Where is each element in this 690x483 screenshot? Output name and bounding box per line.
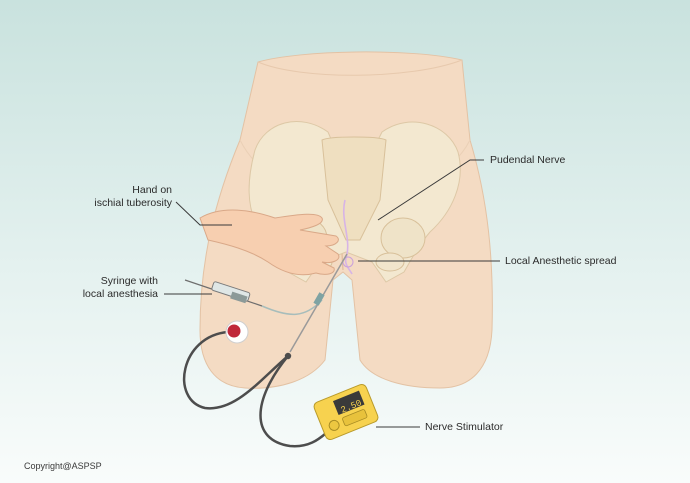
stimulator-cable	[259, 355, 331, 448]
stimulator-dial	[328, 419, 340, 431]
hand	[199, 209, 340, 276]
copyright-text: Copyright@ASPSP	[24, 461, 102, 471]
pudendal-leader	[377, 159, 484, 221]
nerve-stimulator	[313, 383, 379, 441]
leader-lines	[164, 159, 500, 428]
label-hand-line1: Hand on	[132, 184, 172, 196]
pudendal-nerve	[343, 199, 353, 275]
hand-leader	[175, 201, 232, 226]
needle-hub	[313, 292, 325, 306]
cable-junction	[284, 352, 292, 360]
label-syringe-line2: local anesthesia	[82, 288, 158, 300]
label-pudendal-nerve: Pudendal Nerve	[490, 154, 566, 166]
label-syringe: Syringe with local anesthesia	[60, 275, 158, 301]
syringe	[184, 279, 263, 307]
label-syringe-line1: Syringe with	[100, 275, 158, 287]
electrode-cable	[182, 330, 289, 410]
label-nerve-stimulator: Nerve Stimulator	[425, 421, 504, 433]
label-local-anesthetic: Local Anesthetic spread	[505, 255, 617, 267]
electrode-pad	[225, 320, 249, 344]
label-hand-line2: ischial tuberosity	[94, 197, 172, 209]
label-hand: Hand on ischial tuberosity	[60, 184, 172, 210]
